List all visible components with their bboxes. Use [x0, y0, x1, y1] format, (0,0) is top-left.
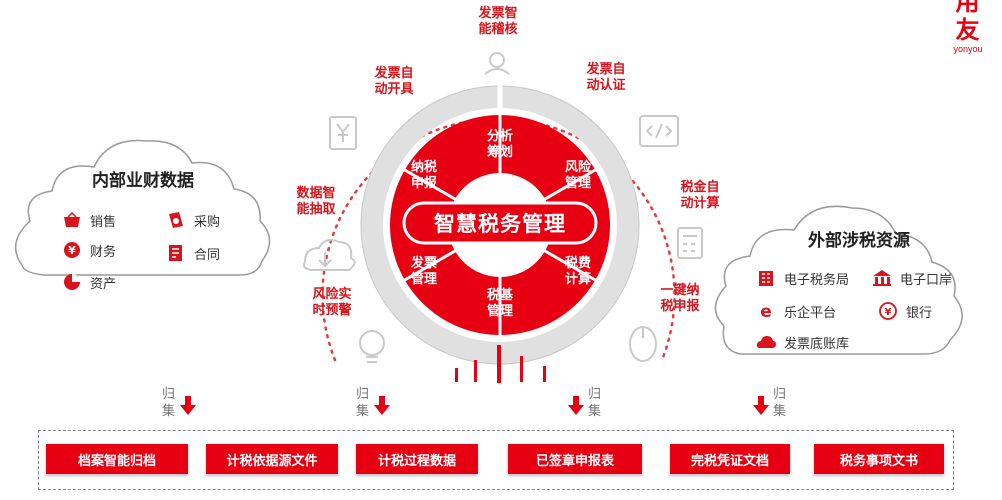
external-cloud — [714, 205, 963, 355]
external-item-bank: ¥ 银行 — [878, 301, 932, 321]
orbit-icons — [302, 52, 703, 363]
core-banner — [402, 201, 598, 245]
external-item-label: 电子税务局 — [784, 272, 850, 288]
segment-tax-base: 税基 管理 — [486, 288, 513, 319]
collect-arrow-3: 归 集 — [568, 386, 602, 420]
basket-icon — [62, 210, 82, 230]
label-invoice-audit: 发票智 能稽核 — [478, 6, 518, 37]
collect-arrow-1: 归 集 — [162, 386, 196, 420]
code-icon — [639, 115, 679, 147]
logo-mark: 用友 — [955, 0, 981, 44]
internal-item-finance: ¥ 财务 — [62, 240, 116, 260]
purchase-icon — [166, 210, 186, 230]
internal-title: 内部业财数据 — [92, 171, 194, 191]
internal-item-label: 销售 — [90, 214, 117, 230]
doc-tax-process[interactable]: 计税过程数据 — [356, 444, 478, 474]
label-invoice-auth: 发票自 动认证 — [586, 62, 626, 93]
segment-tax-calc: 税费 计算 — [564, 256, 591, 287]
internal-item-assets: 资产 — [62, 272, 116, 292]
down-arrow-icon — [374, 396, 390, 418]
svg-text:¥: ¥ — [68, 244, 76, 257]
down-arrow-icon — [568, 396, 584, 418]
collect-label: 归 集 — [356, 387, 370, 419]
bulb-icon — [359, 330, 385, 363]
yen-icon: ¥ — [62, 240, 82, 260]
pie-icon — [62, 272, 82, 292]
external-item-invoice-db: 发票底账库 — [756, 332, 849, 352]
segment-analysis: 分析 筹划 — [486, 129, 513, 160]
cloud-download-icon — [302, 239, 356, 271]
label-one-click-filing: 一键纳 税申报 — [660, 283, 700, 314]
segment-invoice: 发票 管理 — [410, 256, 437, 287]
internal-item-label: 资产 — [90, 276, 117, 292]
collect-arrow-2: 归 集 — [356, 386, 390, 420]
doc-signed-return[interactable]: 已签章申报表 — [508, 444, 642, 474]
doc-archive[interactable]: 档案智能归档 — [46, 444, 188, 474]
external-item-label: 银行 — [906, 305, 933, 321]
doc-tax-matters[interactable]: 税务事项文书 — [814, 444, 944, 474]
down-arrow-icon — [753, 396, 769, 418]
doc-tax-basis[interactable]: 计税依据源文件 — [206, 444, 338, 474]
yonyou-logo: 用友 yonyou — [944, 0, 992, 54]
external-item-etax: 电子税务局 — [756, 268, 849, 288]
internal-item-purchase: 采购 — [166, 210, 220, 230]
external-item-label: 发票底账库 — [784, 336, 850, 352]
svg-text:e: e — [760, 302, 772, 320]
down-arrow-icon — [180, 396, 196, 418]
cloud-icon — [756, 332, 776, 352]
internal-item-label: 财务 — [90, 244, 117, 260]
core-title: 智慧税务管理 — [434, 212, 566, 236]
internal-item-contract: 合同 — [166, 243, 220, 263]
segment-filing: 纳税 申报 — [410, 160, 437, 191]
internal-cloud — [14, 139, 271, 276]
collect-arrow-4: 归 集 — [753, 386, 787, 420]
collect-label: 归 集 — [588, 387, 602, 419]
label-risk-warning: 风险实 时预警 — [312, 287, 352, 318]
internal-item-label: 采购 — [194, 214, 221, 230]
label-tax-calc: 税金自 动计算 — [680, 180, 720, 211]
ie-icon: e — [756, 301, 776, 321]
documents-box — [38, 430, 954, 490]
mouse-icon — [629, 326, 657, 362]
wheel-bars — [455, 345, 546, 383]
yen-circle-icon: ¥ — [878, 301, 898, 321]
external-item-label: 乐企平台 — [784, 305, 837, 321]
internal-item-sales: 销售 — [62, 210, 116, 230]
building-icon — [756, 268, 776, 288]
user-icon — [484, 52, 510, 75]
external-item-label: 电子口岸 — [900, 272, 953, 288]
collect-label: 归 集 — [162, 387, 176, 419]
contract-icon — [166, 243, 186, 263]
external-title: 外部涉税资源 — [808, 231, 910, 251]
external-item-port: 电子口岸 — [872, 268, 952, 288]
svg-text:¥: ¥ — [885, 307, 892, 318]
external-item-leqi: e 乐企平台 — [756, 301, 836, 321]
calculator-icon — [677, 227, 703, 259]
label-data-extract: 数据智 能抽取 — [296, 186, 336, 217]
doc-tax-certificate[interactable]: 完税凭证文档 — [670, 444, 790, 474]
yen-doc-icon — [329, 116, 357, 150]
internal-item-label: 合同 — [194, 247, 221, 263]
port-icon — [872, 268, 892, 288]
collect-label: 归 集 — [773, 387, 787, 419]
logo-sub: yonyou — [953, 44, 983, 54]
segment-risk: 风险 管理 — [564, 160, 591, 191]
label-invoice-issue: 发票自 动开具 — [374, 66, 414, 97]
